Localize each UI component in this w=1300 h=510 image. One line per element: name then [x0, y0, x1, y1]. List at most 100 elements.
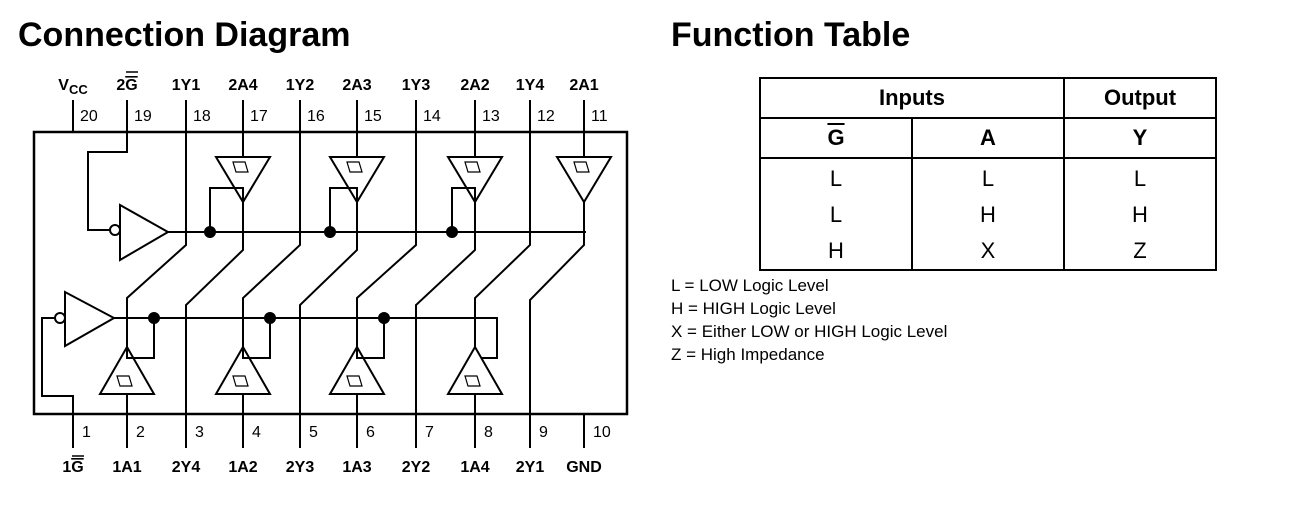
- pin-13-label: 2A2: [460, 77, 489, 94]
- function-table-title: Function Table: [671, 16, 911, 54]
- cell-y: L: [1063, 158, 1217, 197]
- pin-14-number: 14: [423, 108, 441, 125]
- table-row: H X Z: [759, 233, 1217, 271]
- legend-item: X = Either LOW or HIGH Logic Level: [671, 322, 948, 341]
- cell-g: L: [759, 197, 913, 233]
- legend: L = LOW Logic Level H = HIGH Logic Level…: [671, 274, 947, 366]
- pin-10-number: 10: [593, 424, 611, 441]
- connection-diagram-title: Connection Diagram: [18, 16, 351, 54]
- pin-8-number: 8: [484, 424, 493, 441]
- col-a-header: A: [911, 117, 1065, 159]
- wire-2y2: [415, 202, 476, 414]
- wire-1g: [41, 317, 74, 414]
- inversion-bubble-1g: [54, 312, 66, 324]
- cell-g: H: [759, 233, 913, 271]
- wire-2g: [87, 132, 128, 231]
- junction-2a4: [204, 226, 216, 238]
- junction-2a2: [446, 226, 458, 238]
- pin-19-label: 2G: [116, 77, 137, 94]
- pin-11-number: 11: [591, 108, 608, 125]
- junction-1a1: [148, 312, 160, 324]
- enable-bus-1: [114, 317, 498, 359]
- pin-5-label: 2Y3: [286, 459, 315, 476]
- pin-17-label: 2A4: [228, 77, 257, 94]
- pin-6-label: 1A3: [342, 459, 371, 476]
- pin-8-label: 1A4: [460, 459, 489, 476]
- enable-buffer-2g: [119, 203, 171, 262]
- pin-5-number: 5: [309, 424, 318, 441]
- hysteresis-icons-upper: [232, 161, 590, 173]
- wire-2a3-enable: [329, 187, 358, 232]
- pin-12-number: 12: [537, 108, 555, 125]
- cell-y: H: [1063, 197, 1217, 233]
- pin-11-label: 2A1: [569, 77, 598, 94]
- pin-15-label: 2A3: [342, 77, 371, 94]
- wire-1y2: [242, 132, 301, 347]
- pin-9-number: 9: [539, 424, 548, 441]
- pin-15-number: 15: [364, 108, 382, 125]
- pin-3-number: 3: [195, 424, 204, 441]
- col-y-header: Y: [1063, 117, 1217, 159]
- inversion-bubble-2g: [109, 224, 121, 236]
- pin-2-label: 1A1: [112, 459, 141, 476]
- pin-14-label: 1Y3: [402, 77, 431, 94]
- wire-2a2-enable: [451, 187, 476, 232]
- pin-20-number: 20: [80, 108, 98, 125]
- pin-18-label: 1Y1: [172, 77, 201, 94]
- pin-1-label: 1G: [62, 459, 83, 476]
- pin-17-number: 17: [250, 108, 268, 125]
- package-outline: [32, 130, 629, 416]
- pin-7-number: 7: [425, 424, 434, 441]
- wire-1y4: [474, 132, 531, 347]
- pin-3-label: 2Y4: [172, 459, 201, 476]
- inputs-header: Inputs: [759, 77, 1065, 119]
- buffer-2a1: [555, 156, 613, 204]
- wire-1y1: [126, 132, 187, 347]
- junction-2a3: [324, 226, 336, 238]
- junction-1a2: [264, 312, 276, 324]
- cell-a: X: [911, 233, 1065, 271]
- wire-2y3: [299, 202, 358, 414]
- pin-4-label: 1A2: [228, 459, 257, 476]
- wire-1a1-enable: [126, 318, 155, 359]
- pin-16-number: 16: [307, 108, 325, 125]
- pin-2-number: 2: [136, 424, 145, 441]
- buffer-1a4: [446, 344, 504, 395]
- cell-a: H: [911, 197, 1065, 233]
- upper-buffer-group: [87, 132, 613, 414]
- wire-2y1: [529, 202, 585, 414]
- wire-2y4: [185, 202, 244, 414]
- cell-a: L: [911, 158, 1065, 197]
- connection-diagram: VCC202G191Y1182A4171Y2162A3151Y3142A2131…: [32, 71, 629, 476]
- wire-2a4-enable: [209, 187, 244, 232]
- wire-1a3-enable: [356, 318, 385, 359]
- enable-buffer-1g: [64, 290, 117, 348]
- wire-1a2-enable: [242, 318, 271, 359]
- pin-6-number: 6: [366, 424, 375, 441]
- pin-12-label: 1Y4: [516, 77, 545, 94]
- pin-18-number: 18: [193, 108, 211, 125]
- hysteresis-icons-lower: [116, 375, 481, 387]
- pin-7-label: 2Y2: [402, 459, 431, 476]
- legend-item: L = LOW Logic Level: [671, 276, 829, 295]
- table-row: L L L: [759, 158, 1217, 197]
- function-table: Inputs Output G A Y L L L L H H H X Z: [759, 77, 1217, 271]
- table-row: L H H: [759, 197, 1217, 233]
- cell-g: L: [759, 158, 913, 197]
- cell-y: Z: [1063, 233, 1217, 271]
- pin-9-label: 2Y1: [516, 459, 545, 476]
- pin-19-number: 19: [134, 108, 152, 125]
- col-g-header: G: [759, 117, 913, 159]
- junction-1a3: [378, 312, 390, 324]
- top-pins: VCC202G191Y1182A4171Y2162A3151Y3142A2131…: [58, 71, 608, 132]
- pin-20-label: VCC: [58, 77, 88, 97]
- legend-item: H = HIGH Logic Level: [671, 299, 836, 318]
- wire-1y3: [356, 132, 417, 347]
- pin-4-number: 4: [252, 424, 261, 441]
- output-header: Output: [1063, 77, 1217, 119]
- legend-item: Z = High Impedance: [671, 345, 825, 364]
- pin-13-number: 13: [482, 108, 500, 125]
- pin-10-label: GND: [566, 459, 602, 476]
- lower-buffer-group: [41, 132, 531, 414]
